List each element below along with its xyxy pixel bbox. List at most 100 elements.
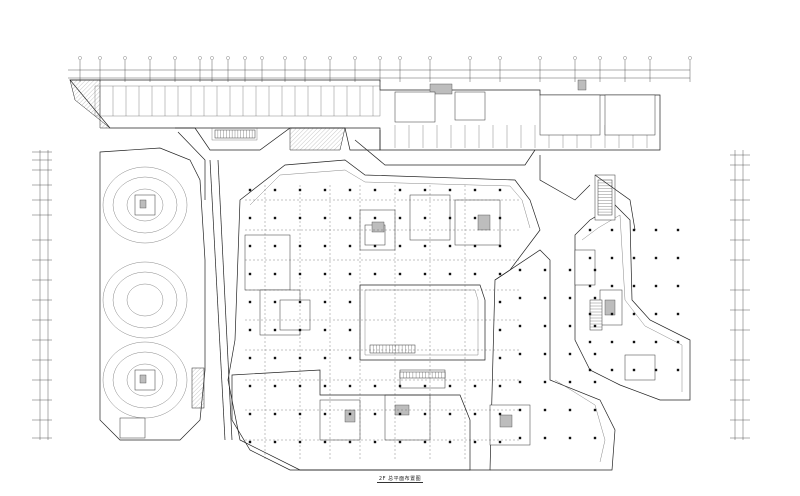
grid-bubble	[123, 56, 127, 60]
column	[588, 312, 592, 316]
column	[518, 296, 522, 300]
column	[588, 256, 592, 260]
column	[298, 356, 302, 360]
top-dimension-line	[68, 56, 692, 82]
column	[610, 368, 614, 372]
column	[298, 216, 302, 220]
column	[543, 408, 547, 412]
central-connector	[175, 127, 591, 201]
grid-bubble	[303, 56, 307, 60]
grid-bubble	[198, 56, 202, 60]
column	[588, 284, 592, 288]
column	[543, 268, 547, 272]
column	[610, 312, 614, 316]
column	[348, 328, 352, 332]
column	[348, 300, 352, 304]
column	[398, 272, 402, 276]
column	[273, 300, 277, 304]
column	[588, 340, 592, 344]
column	[448, 188, 452, 192]
column	[676, 256, 680, 260]
column	[498, 356, 502, 360]
column	[676, 284, 680, 288]
column	[273, 216, 277, 220]
column	[654, 228, 658, 232]
column	[568, 296, 572, 300]
grid-bubble	[226, 56, 230, 60]
column	[298, 244, 302, 248]
column	[593, 436, 597, 440]
column	[348, 356, 352, 360]
column	[568, 408, 572, 412]
column	[543, 436, 547, 440]
column	[398, 440, 402, 444]
grid-bubble	[353, 56, 357, 60]
column	[498, 216, 502, 220]
column	[654, 368, 658, 372]
column	[498, 300, 502, 304]
column	[348, 412, 352, 416]
column	[248, 440, 252, 444]
column	[448, 244, 452, 248]
column	[348, 216, 352, 220]
column	[518, 324, 522, 328]
column	[323, 384, 327, 388]
column	[273, 244, 277, 248]
right-curved-wing	[574, 174, 691, 401]
column	[298, 272, 302, 276]
column	[248, 356, 252, 360]
main-mall-block	[227, 159, 541, 471]
column	[632, 340, 636, 344]
column	[273, 328, 277, 332]
column	[632, 284, 636, 288]
column	[498, 244, 502, 248]
column	[518, 436, 522, 440]
column	[610, 256, 614, 260]
column	[273, 384, 277, 388]
column	[676, 368, 680, 372]
column	[298, 384, 302, 388]
grid-bubble	[688, 56, 692, 60]
column	[323, 216, 327, 220]
column	[473, 272, 477, 276]
parking-ramp-building	[99, 147, 233, 441]
column	[373, 216, 377, 220]
lower-wing	[231, 249, 616, 471]
column	[298, 440, 302, 444]
column	[543, 352, 547, 356]
grid-bubble	[468, 56, 472, 60]
column	[473, 384, 477, 388]
grid-bubble	[210, 56, 214, 60]
column	[323, 412, 327, 416]
column	[568, 436, 572, 440]
column	[373, 188, 377, 192]
column	[398, 412, 402, 416]
column	[632, 228, 636, 232]
grid-bubble	[243, 56, 247, 60]
grid-bubble	[623, 56, 627, 60]
column	[498, 412, 502, 416]
grid-bubble	[598, 56, 602, 60]
grid-bubble	[398, 56, 402, 60]
column	[348, 384, 352, 388]
column	[448, 216, 452, 220]
grid-bubble	[148, 56, 152, 60]
grid-bubble	[260, 56, 264, 60]
left-dimension-line	[32, 150, 52, 440]
column	[588, 368, 592, 372]
column	[543, 324, 547, 328]
column	[248, 300, 252, 304]
column	[323, 272, 327, 276]
column	[398, 384, 402, 388]
column	[654, 340, 658, 344]
grid-bubble	[648, 56, 652, 60]
column	[498, 384, 502, 388]
column	[498, 328, 502, 332]
grid-bubble	[328, 56, 332, 60]
column	[593, 352, 597, 356]
column	[273, 188, 277, 192]
column	[248, 188, 252, 192]
column	[498, 272, 502, 276]
column	[423, 272, 427, 276]
